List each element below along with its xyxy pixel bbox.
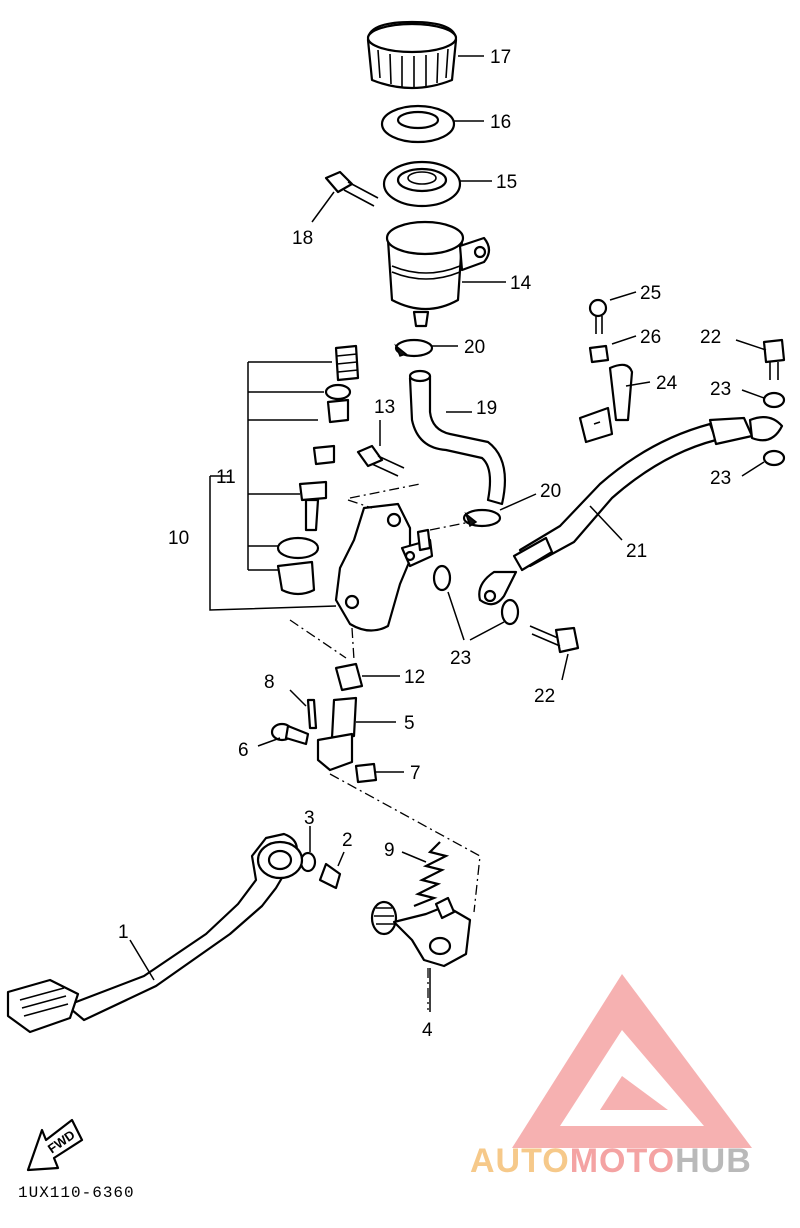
callout-11: 11: [216, 467, 236, 488]
callout-21: 21: [626, 541, 647, 562]
callout-2: 2: [342, 830, 353, 851]
union-bolt-part: [356, 444, 405, 477]
callout-18: 18: [292, 228, 313, 249]
reservoir-hose-part: [408, 369, 506, 506]
hose-clamp-lower-part: [462, 508, 502, 528]
brake-pedal-part: [6, 832, 304, 1034]
return-spring-part: [413, 841, 450, 908]
washer-right-lower-part: [762, 449, 786, 467]
leader-lines: [129, 55, 767, 1012]
callout-22-upper: 22: [700, 327, 721, 348]
group-bracket-10: [209, 475, 337, 611]
callout-15: 15: [496, 172, 517, 193]
brake-hose-part: [478, 415, 784, 606]
washer-right-upper-part: [762, 391, 786, 409]
diaphragm-part: [382, 160, 462, 208]
callout-13: 13: [374, 397, 395, 418]
reservoir-tank-part: [385, 220, 491, 328]
callout-9: 9: [384, 840, 395, 861]
callout-17: 17: [490, 47, 511, 68]
assembly-line: [289, 483, 481, 1010]
pivot-shaft-part: [370, 896, 472, 968]
callout-10: 10: [168, 528, 189, 549]
washer-left-part: [432, 564, 452, 592]
callout-23-right: 23: [710, 468, 731, 489]
callout-24: 24: [656, 373, 678, 394]
callout-20-lower: 20: [540, 481, 561, 502]
union-bolt-upper-part: [762, 338, 786, 380]
master-cylinder-body-part: [334, 502, 434, 632]
nut-7-part: [354, 762, 378, 784]
hose-clamp-upper-part: [394, 338, 434, 358]
callout-25: 25: [640, 283, 661, 304]
screw-part: [588, 298, 608, 334]
washer-mid-part: [500, 598, 520, 626]
callout-16: 16: [490, 112, 511, 133]
callout-12: 12: [404, 667, 425, 688]
reservoir-cap-part: [366, 20, 458, 90]
callout-20-upper: 20: [464, 337, 485, 358]
callout-5: 5: [404, 713, 415, 734]
cap-plate-part: [380, 104, 456, 144]
brake-switch-part: [578, 363, 634, 444]
cotter-pin-part: [306, 698, 318, 730]
callout-23-upper: 23: [710, 379, 731, 400]
callout-4: 4: [422, 1020, 433, 1041]
callout-14: 14: [510, 273, 532, 294]
callout-3: 3: [304, 808, 315, 829]
piston-kit-part: [276, 344, 360, 596]
callout-19: 19: [476, 398, 497, 419]
callouts: 17 16 15 18 14 20 19 13 20 21 11 10 23 2…: [118, 47, 731, 1041]
union-bolt-lower-part: [529, 625, 580, 654]
callout-26: 26: [640, 327, 661, 348]
callout-1: 1: [118, 922, 129, 943]
drawing-code: 1UX110-6360: [18, 1184, 135, 1202]
callout-6: 6: [238, 740, 249, 761]
automotohub-watermark: AUTOMOTOHUB: [470, 1142, 752, 1181]
brand-hub: HUB: [675, 1142, 752, 1180]
group-bracket-11: [247, 361, 332, 571]
reservoir-bolt-part: [324, 170, 379, 207]
brand-moto: MOTO: [569, 1142, 676, 1180]
fwd-arrow-icon: [26, 1118, 84, 1172]
callout-22-lower: 22: [534, 686, 555, 707]
brand-auto: AUTO: [470, 1142, 570, 1180]
clevis-pin-part: [270, 722, 310, 746]
washer-3-part: [299, 851, 317, 873]
callout-7: 7: [410, 763, 421, 784]
callout-23-lower: 23: [450, 648, 471, 669]
nut-12-part: [334, 662, 364, 692]
nut-small-part: [588, 344, 610, 364]
automotohub-logo-icon: [512, 974, 752, 1148]
callout-8: 8: [264, 672, 275, 693]
bolt-2-part: [318, 862, 342, 890]
rod-clevis-part: [316, 696, 358, 772]
